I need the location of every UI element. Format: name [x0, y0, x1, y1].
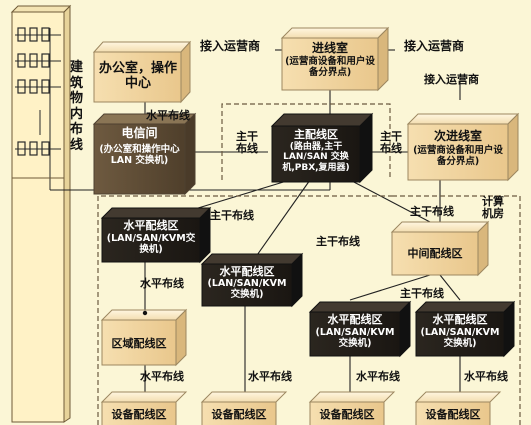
access-provider-secondary: 接入运营商 [424, 73, 479, 86]
telecom-room-box [92, 112, 197, 196]
computer-room-outline [97, 103, 521, 425]
horizontal-cabling-label-5: 水平布线 [356, 370, 400, 383]
hda-label-1: 水平配线区 [123, 219, 179, 232]
equipment-label-4: 设备配线区 [425, 408, 481, 421]
zone-box [100, 308, 188, 367]
backbone-label-3: 主干布线 [400, 287, 444, 300]
building-label: 建筑物内布线 [70, 60, 84, 153]
hda-sub-4: (LAN/SAN/KVM交换机) [420, 327, 500, 349]
entrance-room-sub: (运营商设备和用户设备分界点) [285, 56, 375, 78]
telecom-room-label: 电信间 [121, 126, 158, 140]
equipment-box-3 [308, 391, 396, 425]
equipment-box-4 [414, 391, 502, 425]
office-label: 办公室，操作中心 [98, 61, 177, 91]
equipment-box-2 [200, 391, 288, 425]
hda-sub-2: (LAN/SAN/KVM交换机) [207, 278, 287, 300]
hda-box-3 [308, 300, 412, 358]
backbone-label-1: 主干布线 [410, 205, 454, 218]
hda-sub-3: (LAN/SAN/KVM交换机) [315, 327, 395, 349]
main-distribution-label: 主配线区 [294, 128, 338, 141]
equipment-box-1 [100, 391, 188, 425]
horizontal-cabling-label-6: 水平布线 [464, 370, 508, 383]
hda-sub-1: (LAN/SAN/KVM交换机) [106, 233, 196, 255]
horizontal-cabling-label-3: 水平布线 [140, 370, 184, 383]
access-provider-left: 接入运营商 [200, 39, 261, 53]
hda-label-4: 水平配线区 [432, 313, 488, 326]
backbone-label-4: 主干布线 [210, 209, 254, 222]
hda-label-3: 水平配线区 [327, 313, 383, 326]
hda-box-2 [200, 252, 304, 308]
equipment-label-1: 设备配线区 [111, 408, 167, 421]
equipment-label-3: 设备配线区 [319, 408, 375, 421]
horizontal-cabling-label-4: 水平布线 [248, 370, 292, 383]
secondary-entrance-label: 次进线室 [433, 129, 482, 143]
intermediate-label: 中间配线区 [407, 247, 463, 260]
building-icon [10, 4, 72, 423]
hda-box-4 [414, 300, 516, 358]
entrance-room-box [280, 26, 390, 92]
junction-dot [142, 310, 148, 316]
backbone-label-right: 主干布线 [380, 130, 402, 156]
entrance-room-label: 进线室 [311, 41, 348, 55]
equipment-label-2: 设备配线区 [211, 408, 267, 421]
telecom-room-sub: (办公室和操作中心 LAN 交换机) [99, 144, 180, 166]
backbone-label-left: 主干布线 [236, 130, 258, 156]
main-distribution-sub: (路由器,主干LAN/SAN 交换机,PBX,复用器) [282, 142, 350, 173]
main-distribution-box [270, 112, 374, 184]
secondary-entrance-box [406, 112, 520, 182]
computer-room-label: 计算机房 [482, 195, 504, 221]
office-box [92, 40, 192, 104]
backbone-label-2: 主干布线 [316, 235, 360, 248]
zone-label: 区域配线区 [111, 337, 167, 350]
horizontal-cabling-label-2: 水平布线 [140, 277, 184, 290]
access-provider-right: 接入运营商 [404, 39, 465, 53]
secondary-entrance-sub: (运营商设备和用户设备分界点) [413, 145, 503, 167]
horizontal-cabling-label-1: 水平布线 [146, 109, 190, 122]
hda-box-1 [100, 206, 212, 264]
hda-label-2: 水平配线区 [219, 265, 275, 278]
intermediate-box [390, 220, 490, 277]
